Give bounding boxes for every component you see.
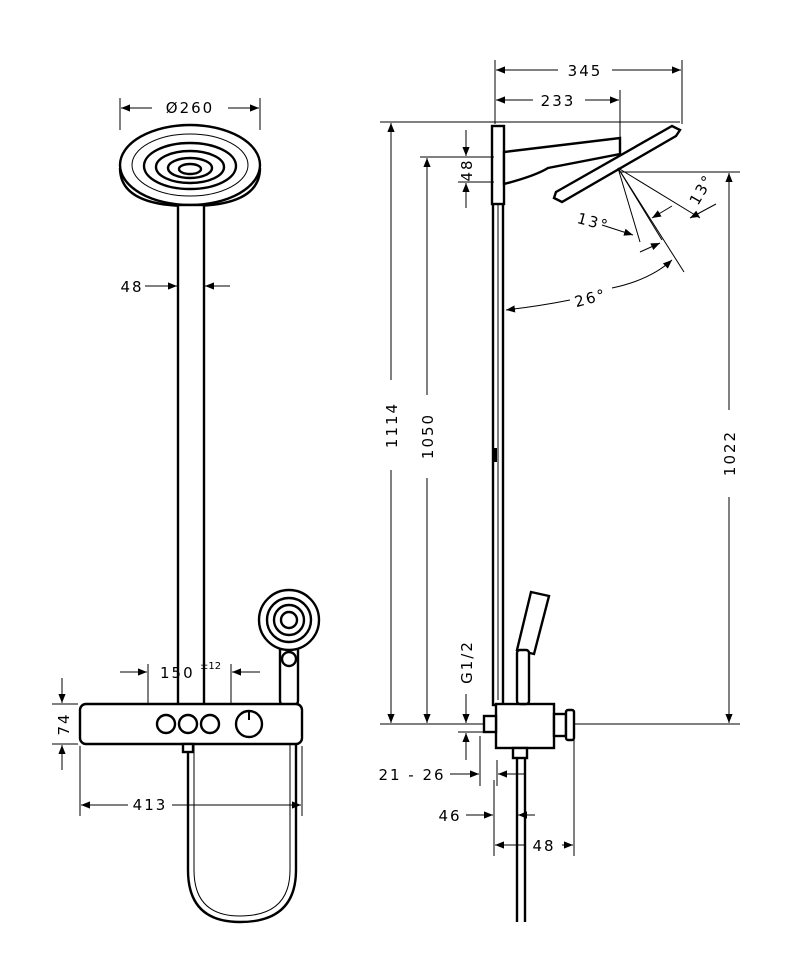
shower-arm xyxy=(502,136,622,186)
dim-spacing: 150 xyxy=(160,664,195,682)
dim-wall-offset: 21 - 26 xyxy=(378,766,445,784)
side-view: 345 233 1114 1050 1022 48 xyxy=(378,60,740,922)
dim-mixer-height: 74 xyxy=(55,712,73,735)
shower-hose xyxy=(186,738,298,924)
dim-head-height: 1022 xyxy=(721,430,739,476)
dim-head-diameter: Ø260 xyxy=(166,99,214,117)
side-mixer xyxy=(482,702,576,760)
temperature-knob xyxy=(234,709,264,739)
dim-depth-46: 46 xyxy=(438,807,461,825)
thermostat-mixer xyxy=(78,702,304,754)
front-view: Ø260 48 150 ±12 74 413 xyxy=(52,98,321,924)
dim-thread: G1/2 xyxy=(458,640,476,684)
wall-bracket xyxy=(490,124,506,206)
function-button-3 xyxy=(199,713,221,735)
riser-pipe xyxy=(176,203,206,707)
dim-spacing-tolerance: ±12 xyxy=(200,661,221,672)
dim-mid-height: 1050 xyxy=(419,413,437,459)
function-button-2 xyxy=(177,713,199,735)
dim-total-projection: 345 xyxy=(568,62,603,80)
dim-tilt-b: 13° xyxy=(686,171,718,208)
dim-total-height: 1114 xyxy=(383,402,401,448)
side-hand-shower xyxy=(515,590,551,706)
dim-depth-48: 48 xyxy=(532,837,555,855)
overhead-shower-head xyxy=(118,123,262,208)
dim-arm-projection: 233 xyxy=(541,92,576,110)
dim-tilt-total: 26° xyxy=(573,285,609,311)
dim-mixer-width: 413 xyxy=(133,796,168,814)
side-shower-head xyxy=(552,124,682,204)
dim-pipe-width: 48 xyxy=(120,278,143,296)
dim-bracket-height: 48 xyxy=(458,158,476,181)
function-button-1 xyxy=(155,713,177,735)
dim-tilt-a: 13° xyxy=(575,209,611,235)
hand-shower xyxy=(257,588,321,707)
